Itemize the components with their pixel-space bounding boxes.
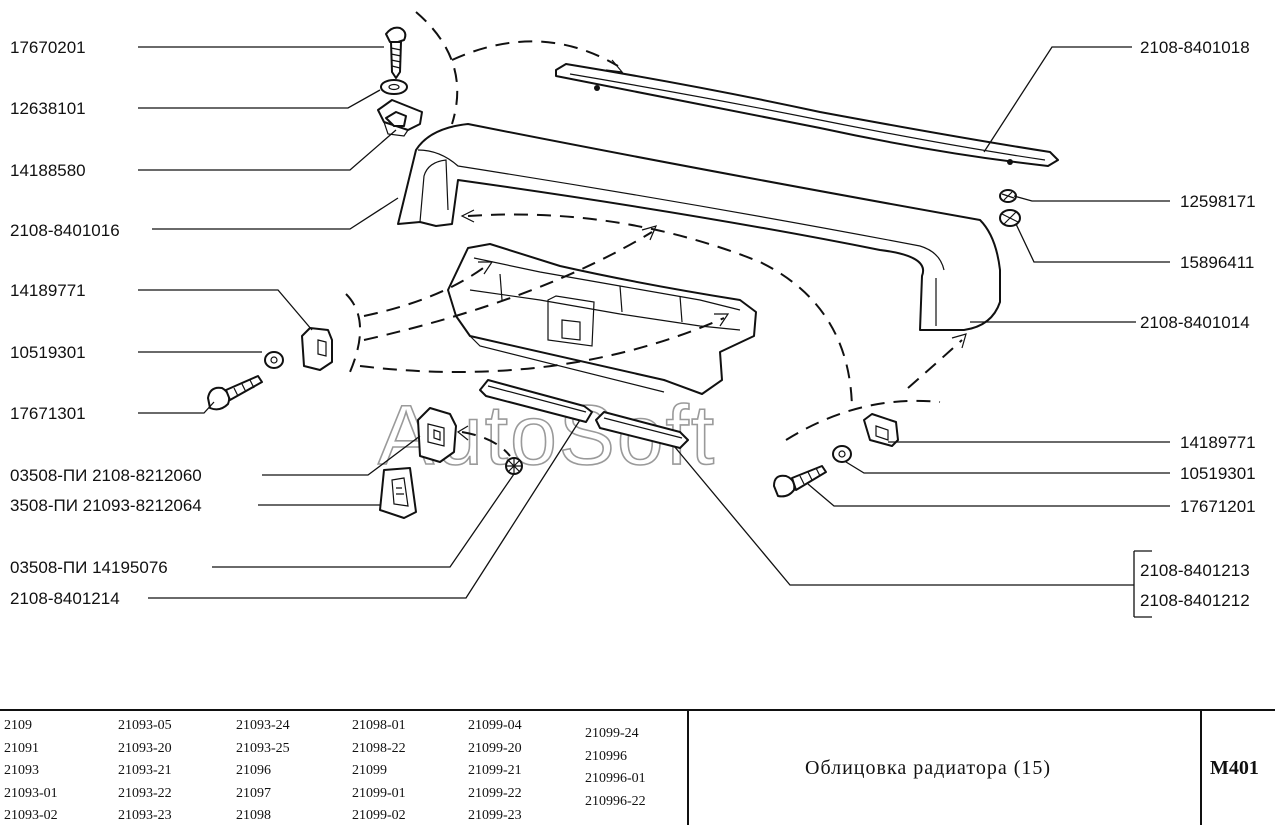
title-block-divider: [687, 709, 689, 825]
parts-diagram: AutoSoft: [10, 11, 1256, 618]
model-code: 21093-20: [118, 740, 172, 756]
model-code: 21093-01: [4, 785, 58, 801]
label-2108-8401018: 2108-8401018: [1140, 38, 1250, 57]
label-2108-8401212: 2108-8401212: [1140, 591, 1250, 610]
label-14195076: 03508-ПИ 14195076: [10, 558, 168, 577]
right-washer-part: [832, 445, 852, 463]
model-code: 21098: [236, 808, 271, 823]
model-code: 21093-21: [118, 763, 172, 778]
top-clip-part: [377, 99, 423, 137]
label-14189771-right: 14189771: [1180, 433, 1256, 452]
right-labels: 2108-8401018 12598171 15896411 2108-8401…: [1140, 38, 1256, 610]
lower-strip-left-part: [479, 379, 593, 423]
model-code: 210996: [585, 748, 627, 764]
model-column: 21099-24 210996 210996-01 210996-22: [585, 723, 646, 813]
model-code: 21093-23: [118, 808, 172, 823]
model-code: 21099-22: [468, 785, 522, 801]
model-code: 21098-22: [352, 740, 406, 756]
sheet-code: M401: [1210, 757, 1259, 779]
label-2108-8212060: 03508-ПИ 2108-8212060: [10, 466, 202, 485]
grille-frame-part: [397, 123, 1001, 331]
label-14189771-left: 14189771: [10, 281, 86, 300]
model-column: 21099-04 21099-20 21099-21 21099-22 2109…: [468, 715, 522, 828]
model-code: 21099-02: [352, 808, 406, 823]
label-17671201: 17671201: [1180, 497, 1256, 516]
model-column: 21093-24 21093-25 21096 21097 21098: [236, 715, 290, 828]
model-code: 21098-01: [352, 718, 406, 733]
left-labels: 17670201 12638101 14188580 2108-8401016 …: [10, 38, 202, 608]
label-2108-8401014: 2108-8401014: [1140, 313, 1250, 332]
upper-moulding-part: [555, 63, 1059, 167]
model-code: 210996-01: [585, 771, 646, 786]
top-screw-part: [385, 26, 407, 79]
adjuster-part: [417, 407, 457, 463]
model-code: 21099-21: [468, 763, 522, 778]
model-code: 21093-24: [236, 718, 290, 733]
leader-lines: [138, 46, 1170, 618]
model-code: 21093-22: [118, 785, 172, 801]
right-nut-large-part: [999, 209, 1021, 227]
model-code: 2109: [4, 718, 32, 733]
title-block: 2109 21091 21093 21093-01 21093-02 21093…: [0, 709, 1275, 825]
left-clip-part: [301, 327, 333, 371]
top-washer-part: [380, 79, 408, 95]
right-screw-part: [773, 465, 827, 498]
label-17670201: 17670201: [10, 38, 86, 57]
bracket-part: [379, 467, 417, 519]
model-code: 21093: [4, 763, 39, 778]
left-screw-part: [207, 375, 263, 411]
label-17671301: 17671301: [10, 404, 86, 423]
label-2108-8401213: 2108-8401213: [1140, 561, 1250, 580]
grille-inner-part: [447, 243, 757, 395]
right-clip-part: [863, 413, 899, 447]
model-code: 21099: [352, 763, 387, 778]
title-block-border: [0, 709, 1275, 711]
model-column: 21093-05 21093-20 21093-21 21093-22 2109…: [118, 715, 172, 828]
model-code: 21093-05: [118, 718, 172, 733]
right-nut-small-part: [999, 189, 1017, 203]
label-12598171: 12598171: [1180, 192, 1256, 211]
model-code: 21093-25: [236, 740, 290, 756]
label-21093-8212064: 3508-ПИ 21093-8212064: [10, 496, 202, 515]
label-2108-8401214: 2108-8401214: [10, 589, 120, 608]
lower-strip-right-part: [595, 411, 689, 449]
left-washer-part: [264, 351, 284, 369]
model-column: 21098-01 21098-22 21099 21099-01 21099-0…: [352, 715, 406, 828]
model-code: 21099-23: [468, 808, 522, 823]
star-nut-part: [505, 457, 523, 475]
label-10519301-right: 10519301: [1180, 464, 1256, 483]
sheet-title: Облицовка радиатора (15): [805, 757, 1052, 779]
model-code: 21099-04: [468, 718, 522, 733]
assembly-paths: [345, 11, 967, 457]
label-2108-8401016: 2108-8401016: [10, 221, 120, 240]
label-10519301-left: 10519301: [10, 343, 86, 362]
title-block-divider: [1200, 709, 1202, 825]
model-code: 21099-20: [468, 740, 522, 756]
model-code: 21099-01: [352, 785, 406, 801]
label-14188580: 14188580: [10, 161, 86, 180]
model-code: 21091: [4, 740, 39, 756]
model-code: 210996-22: [585, 793, 646, 809]
model-code: 21099-24: [585, 726, 639, 741]
label-15896411: 15896411: [1180, 253, 1254, 272]
model-code: 21096: [236, 763, 271, 778]
model-column: 2109 21091 21093 21093-01 21093-02: [4, 715, 58, 828]
model-code: 21097: [236, 785, 271, 801]
label-12638101: 12638101: [10, 99, 86, 118]
model-code: 21093-02: [4, 808, 58, 823]
